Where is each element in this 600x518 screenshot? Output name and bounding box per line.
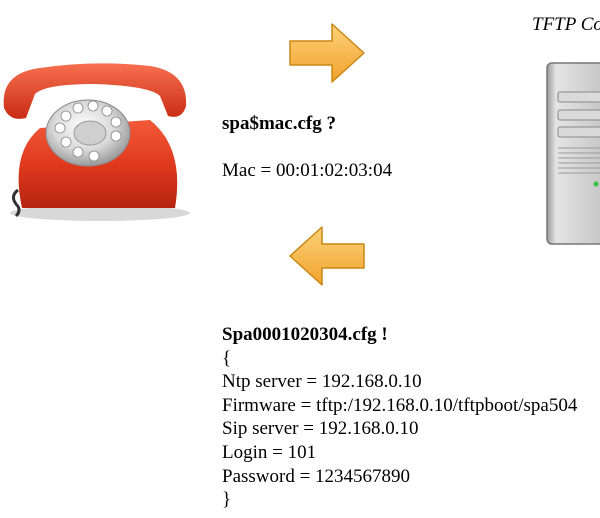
server-tower-icon <box>546 62 600 245</box>
request-filename: spa$mac.cfg ? <box>222 113 336 134</box>
response-close-brace: } <box>222 489 232 511</box>
response-open-brace: { <box>222 347 232 369</box>
rotary-telephone-icon <box>3 63 190 221</box>
config-line-ntp: Ntp server = 192.168.0.10 <box>222 371 422 393</box>
response-filename: Spa0001020304.cfg ! <box>222 324 388 345</box>
config-line-firmware: Firmware = tftp:/192.168.0.10/tftpboot/s… <box>222 394 578 416</box>
arrow-right-icon <box>289 23 365 83</box>
response-config-block: Spa0001020304.cfg ! { Ntp server = 192.1… <box>222 323 577 512</box>
arrow-left-icon <box>289 226 365 286</box>
config-line-sip: Sip server = 192.168.0.10 <box>222 418 419 440</box>
config-line-login: Login = 101 <box>222 441 317 463</box>
request-mac-line: Mac = 00:01:02:03:04 <box>222 160 393 181</box>
config-line-password: Password = 1234567890 <box>222 465 411 487</box>
server-title: TFTP Co <box>532 14 600 35</box>
